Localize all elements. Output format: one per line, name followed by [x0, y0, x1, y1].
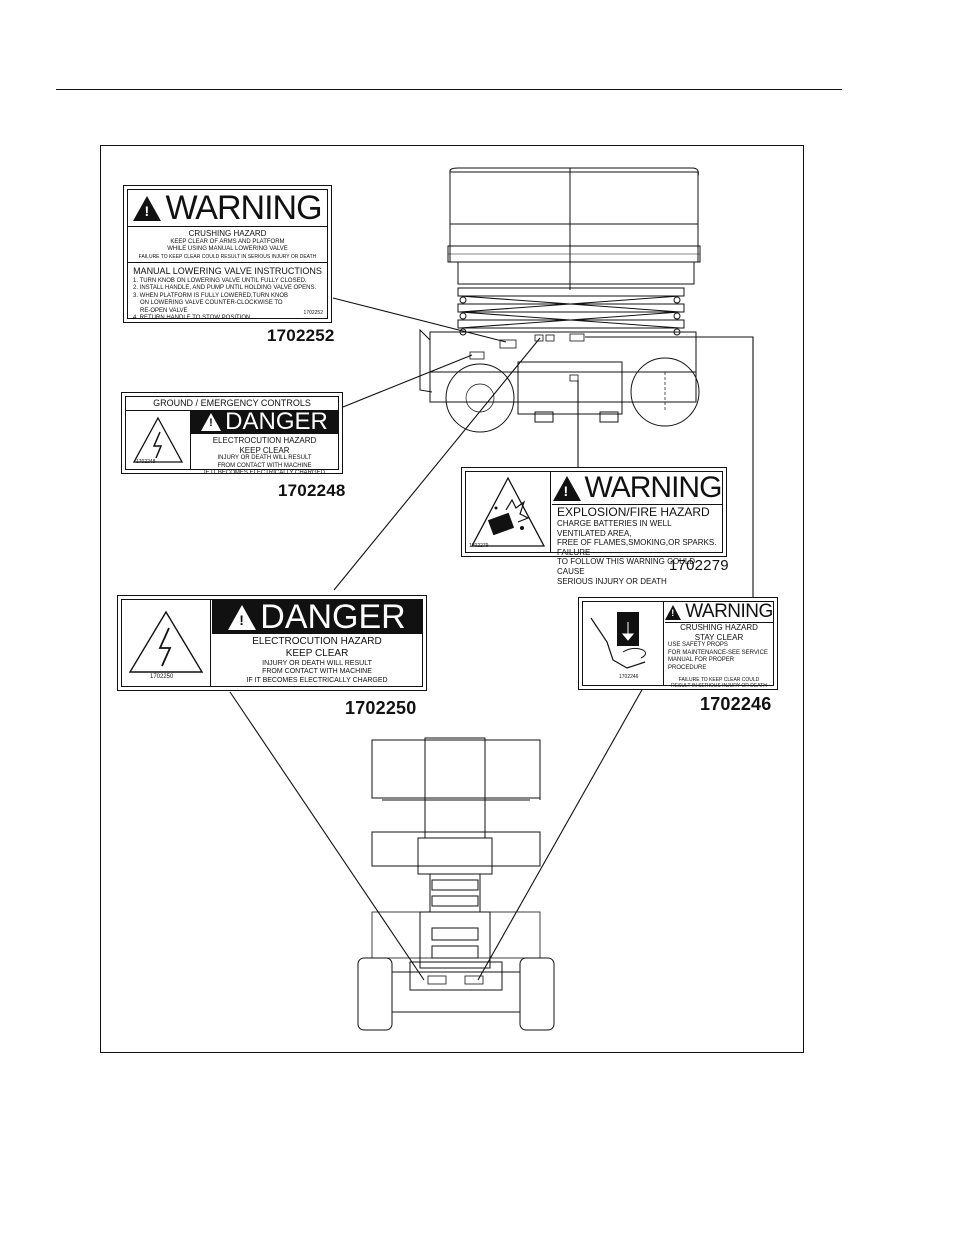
side-view-lift	[419, 167, 701, 433]
decal-1702252: ! WARNING CRUSHING HAZARD KEEP CLEAR OF …	[123, 185, 332, 323]
part-number: 1702252	[267, 326, 335, 345]
instruction-step: RE-OPEN VALVE	[140, 307, 188, 314]
decal-text: IF IT BECOMES ELECTRICALLY CHARGED	[246, 676, 388, 684]
decal-header: WARNING	[685, 601, 773, 622]
decal-text: FAILURE TO KEEP CLEAR COULD RESULT IN SE…	[138, 253, 317, 260]
instruction-step: 1. TURN KNOB ON LOWERING VALVE UNTIL FUL…	[133, 277, 307, 284]
decal-text: RESULT IN SERIOUS INJURY OR DEATH	[671, 683, 767, 690]
rear-view-lift	[357, 737, 555, 1031]
decal-code: 1702248	[136, 459, 156, 465]
decal-header: DANGER	[260, 597, 406, 636]
decal-header: DANGER	[225, 408, 328, 435]
keep-clear: STAY CLEAR	[694, 632, 744, 642]
instruction-step: 4. RETURN HANDLE TO STOW POSITION.	[133, 315, 253, 322]
decal-text: INJURY OR DEATH WILL RESULT	[262, 660, 372, 667]
decal-text: FREE OF FLAMES,SMOKING,OR SPARKS. FAILUR…	[557, 538, 717, 557]
decal-code: 1702279	[469, 543, 489, 549]
decal-code: 1702250	[150, 674, 174, 680]
keep-clear: KEEP CLEAR	[239, 445, 290, 455]
instructions-list: 1. TURN KNOB ON LOWERING VALVE UNTIL FUL…	[128, 278, 327, 323]
header-rule	[56, 89, 842, 90]
decal-text: MANUAL FOR PROPER PROCEDURE	[668, 657, 735, 671]
decal-code: 1702246	[619, 674, 639, 680]
part-number: 1702246	[700, 694, 772, 714]
danger-triangle-icon: !	[228, 604, 257, 630]
instruction-step: 2. INSTALL HANDLE, AND PUMP UNTIL HOLDIN…	[133, 285, 317, 292]
electrocution-icon	[128, 610, 204, 673]
part-number: 1702279	[669, 557, 729, 574]
decal-text: FROM CONTACT WITH MACHINE	[262, 668, 372, 676]
decal-text: WHILE USING MANUAL LOWERING VALVE	[167, 246, 288, 253]
warning-triangle-icon: !	[133, 195, 162, 221]
hazard-title: ELECTROCUTION HAZARD	[212, 436, 317, 445]
battery-explosion-icon	[470, 476, 546, 547]
decal-header: WARNING	[584, 471, 723, 504]
part-number: 1702250	[345, 698, 417, 718]
decal-text: KEEP CLEAR OF ARMS AND PLATFORM	[170, 238, 285, 245]
decal-text: FOR MAINTENANCE-SEE SERVICE	[668, 649, 768, 656]
figure-frame	[100, 145, 804, 1053]
leader-lines	[229, 297, 754, 981]
decal-text: INJURY OR DEATH WILL RESULT	[217, 455, 312, 462]
decal-text: FROM CONTACT WITH MACHINE	[217, 462, 312, 469]
danger-triangle-icon: !	[201, 413, 222, 431]
hazard-title: ELECTROCUTION HAZARD	[252, 636, 382, 647]
decal-text: IF IT BECOMES ELECTRICALLY CHARGED	[203, 470, 326, 477]
keep-clear: KEEP CLEAR	[285, 648, 349, 659]
decal-1702279: 1702279 ! WARNING EXPLOSION/FIRE HAZARD …	[461, 467, 727, 586]
instructions-title: MANUAL LOWERING VALVE INSTRUCTIONS	[133, 265, 322, 276]
part-number: 1702248	[278, 481, 346, 500]
hazard-title: EXPLOSION/FIRE HAZARD	[552, 504, 722, 519]
decal-text: CHARGE BATTERIES IN WELL VENTILATED AREA…	[557, 519, 672, 538]
warning-triangle-icon: !	[665, 604, 682, 620]
electrocution-icon	[132, 416, 184, 463]
crushing-hand-icon	[590, 612, 647, 669]
decal-text: TO FOLLOW THIS WARNING COULD CAUSE	[557, 557, 696, 576]
warning-triangle-icon: !	[552, 475, 581, 501]
decal-text: USE SAFETY PROPS	[668, 642, 728, 649]
hazard-title: CRUSHING HAZARD	[665, 622, 773, 633]
decal-text: SERIOUS INJURY OR DEATH	[557, 576, 667, 586]
decal-header: WARNING	[165, 188, 322, 227]
decal-code: 1702252	[303, 310, 323, 316]
hazard-title: CRUSHING HAZARD	[188, 229, 267, 238]
decal-1702250: 1702250 ! DANGER ELECTROCUTION HAZARD KE…	[117, 595, 427, 691]
decal-1702246: 1702246 ! WARNING CRUSHING HAZARD STAY C…	[578, 597, 778, 690]
decal-text: FAILURE TO KEEP CLEAR COULD	[678, 677, 760, 684]
decal-1702248: GROUND / EMERGENCY CONTROLS 1702248 ! DA…	[121, 392, 343, 476]
instruction-step: ON LOWERING VALVE COUNTER-CLOCKWISE TO	[140, 300, 283, 307]
instruction-step: 3. WHEN PLATFORM IS FULLY LOWERED,TURN K…	[133, 292, 289, 299]
